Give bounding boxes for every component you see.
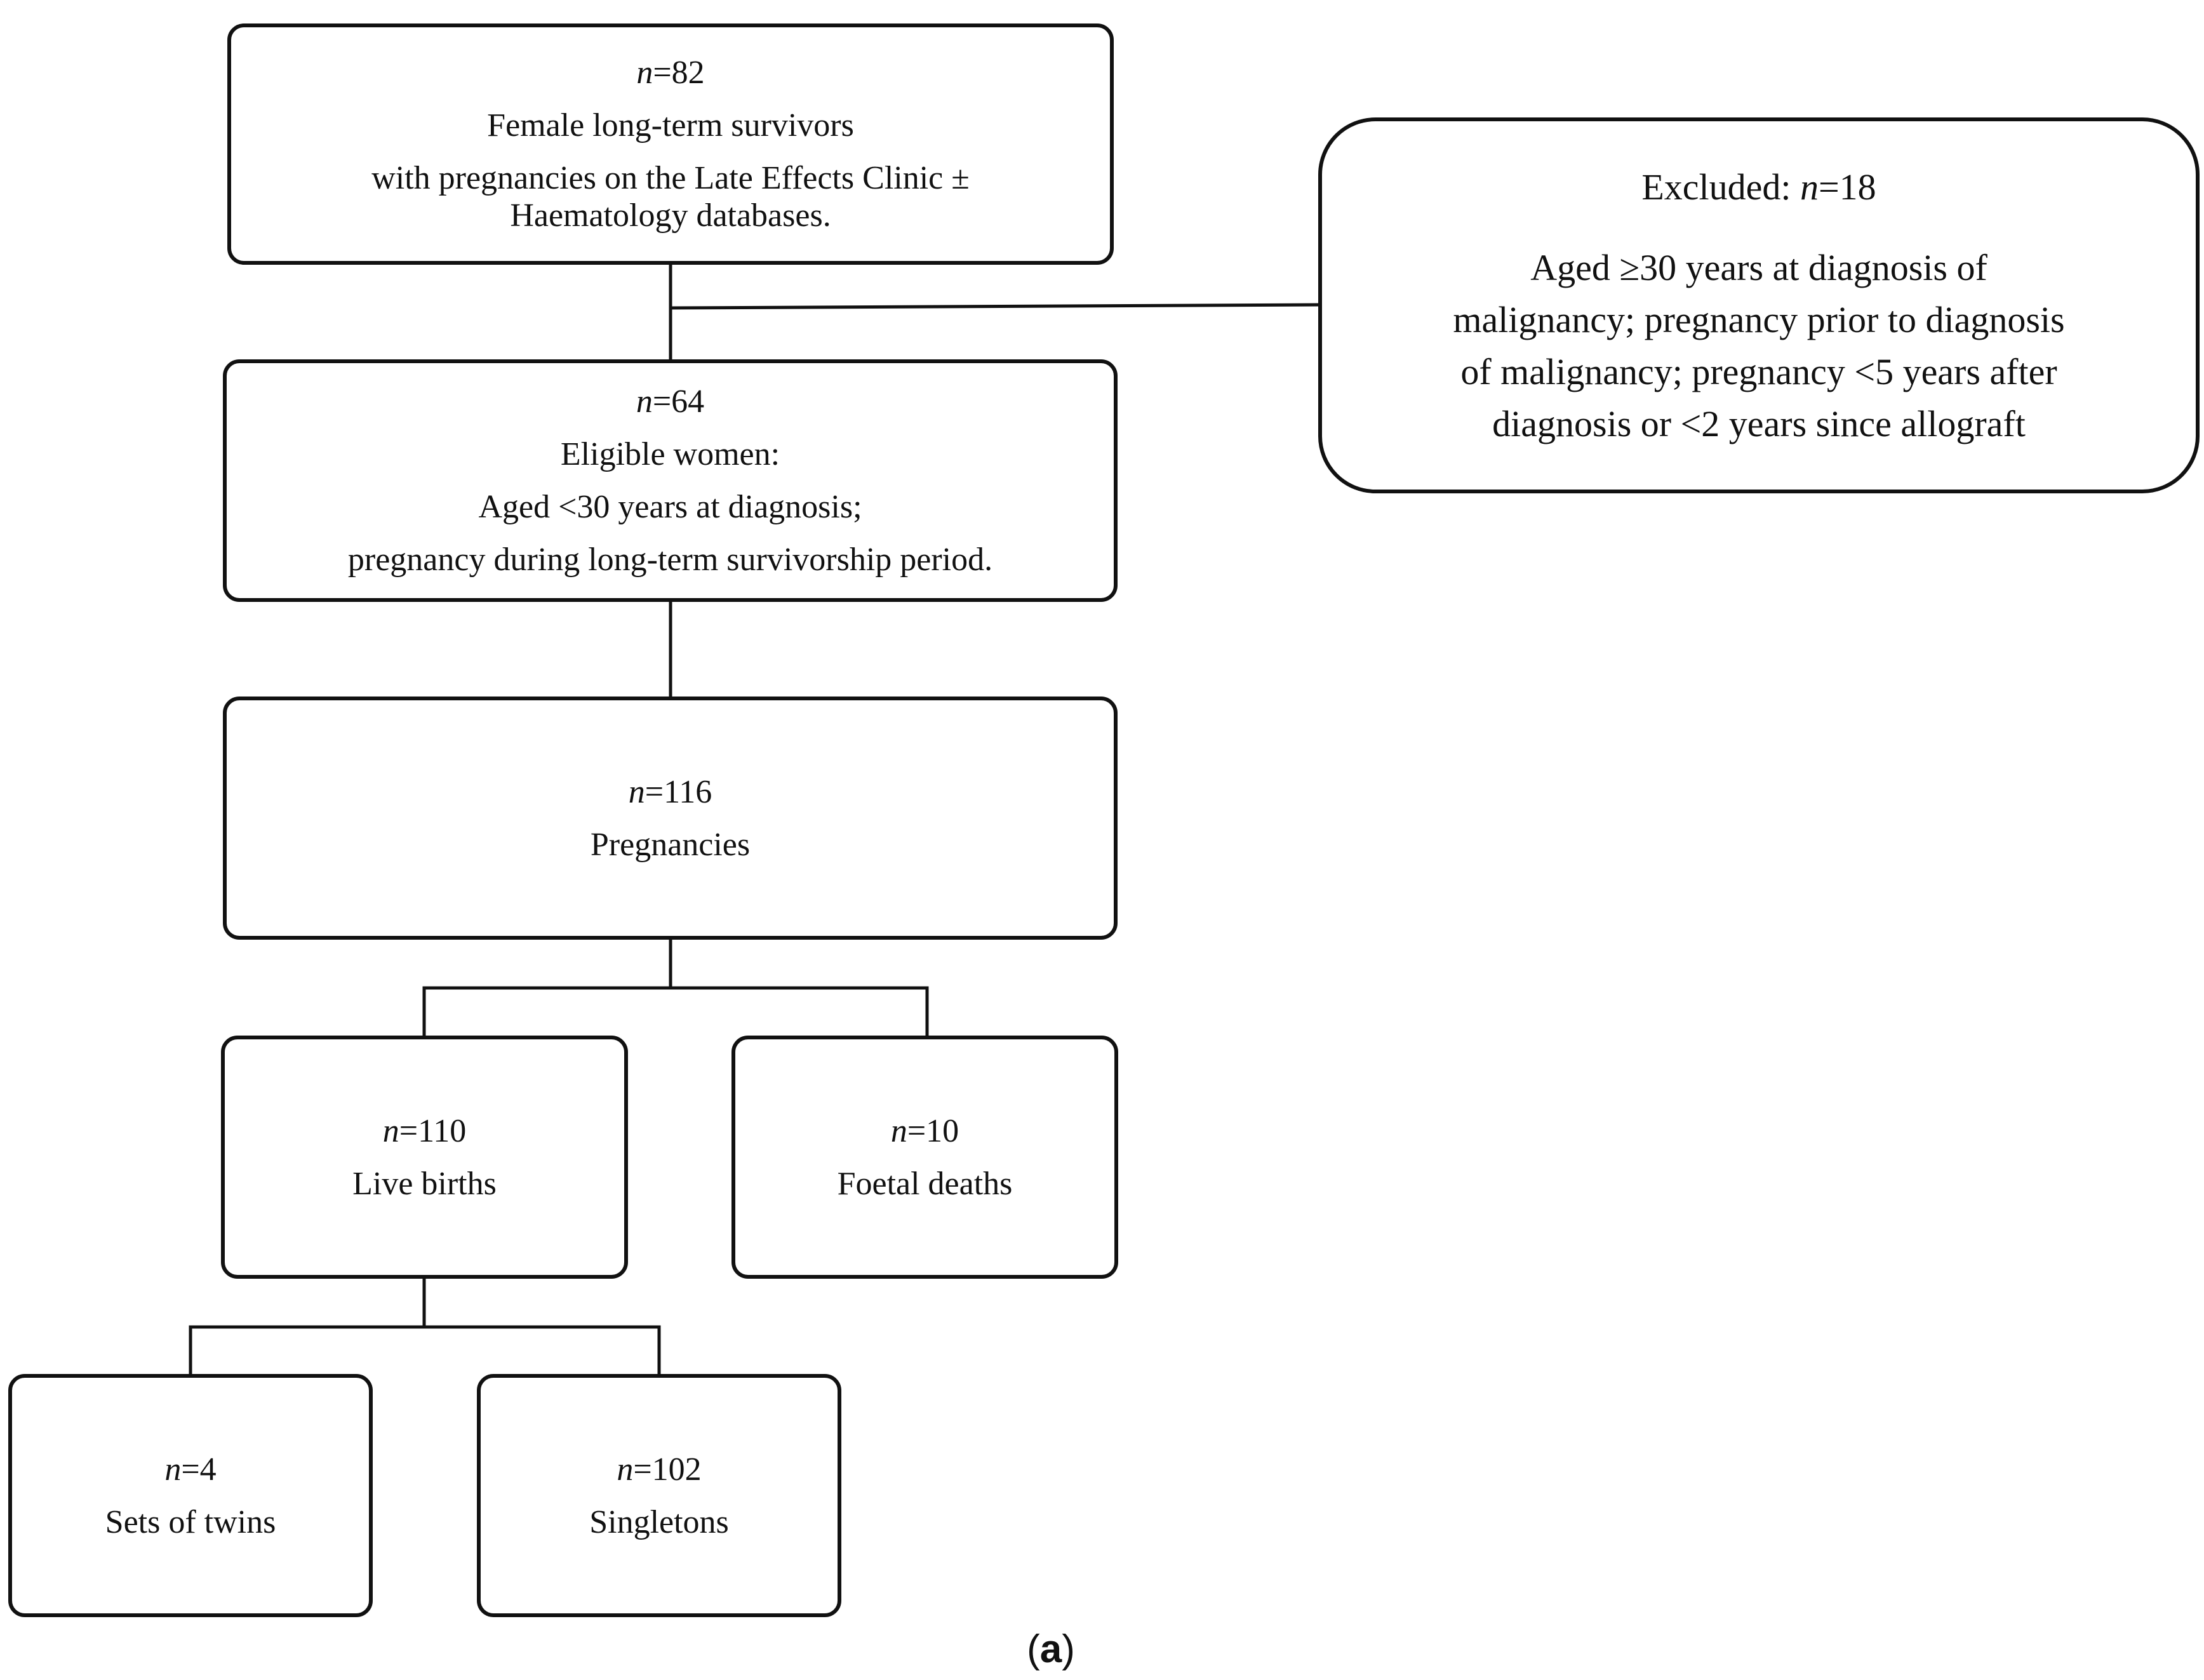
singletons-label: Singletons	[589, 1503, 729, 1540]
singletons-count: n=102	[617, 1451, 702, 1488]
live-births-count: n=110	[382, 1112, 467, 1149]
n-symbol: n	[1800, 166, 1819, 208]
total-count: n=82	[636, 55, 705, 91]
eligible-line-3: pregnancy during long-term survivorship …	[347, 542, 993, 578]
total-line-3: Haematology databases.	[510, 197, 831, 234]
box-foetal-deaths: n=10 Foetal deaths	[731, 1036, 1118, 1279]
connector-to-excluded	[669, 303, 1320, 310]
foetal-deaths-label: Foetal deaths	[837, 1165, 1013, 1202]
eligible-count: n=64	[636, 383, 705, 420]
twins-label: Sets of twins	[105, 1503, 276, 1540]
n-symbol: n	[636, 383, 653, 420]
excluded-line-3: of malignancy; pregnancy <5 years after	[1460, 350, 2057, 392]
box-singletons: n=102 Singletons	[477, 1374, 841, 1617]
twins-count: n=4	[164, 1451, 217, 1488]
excluded-line-1: Aged ≥30 years at diagnosis of	[1530, 246, 1987, 288]
n-symbol: n	[382, 1112, 399, 1149]
excluded-title: Excluded: n=18	[1641, 166, 1876, 208]
n-symbol: n	[617, 1451, 634, 1488]
eligible-line-1: Eligible women:	[560, 436, 780, 472]
box-live-births: n=110 Live births	[221, 1036, 628, 1279]
pregnancies-count: n=116	[628, 773, 712, 810]
figure-caption: (a)	[1027, 1627, 1075, 1671]
box-excluded: Excluded: n=18 Aged ≥30 years at diagnos…	[1318, 117, 2200, 493]
n-symbol: n	[164, 1451, 182, 1488]
foetal-deaths-count: n=10	[890, 1112, 959, 1149]
box-female-survivors: n=82 Female long-term survivors with pre…	[227, 23, 1114, 265]
box-sets-of-twins: n=4 Sets of twins	[8, 1374, 373, 1617]
pregnancies-label: Pregnancies	[590, 826, 751, 863]
total-line-1: Female long-term survivors	[487, 107, 854, 143]
box-pregnancies: n=116 Pregnancies	[223, 697, 1118, 940]
live-births-label: Live births	[352, 1165, 497, 1202]
caption-letter: a	[1039, 1627, 1062, 1671]
excluded-line-2: malignancy; pregnancy prior to diagnosis	[1453, 298, 2065, 340]
excluded-line-4: diagnosis or <2 years since allograft	[1492, 403, 2026, 444]
total-line-2: with pregnancies on the Late Effects Cli…	[371, 160, 970, 196]
n-symbol: n	[628, 773, 645, 810]
n-symbol: n	[890, 1112, 907, 1149]
eligible-line-2: Aged <30 years at diagnosis;	[478, 489, 862, 525]
box-eligible-women: n=64 Eligible women: Aged <30 years at d…	[223, 359, 1118, 602]
n-symbol: n	[636, 55, 653, 91]
